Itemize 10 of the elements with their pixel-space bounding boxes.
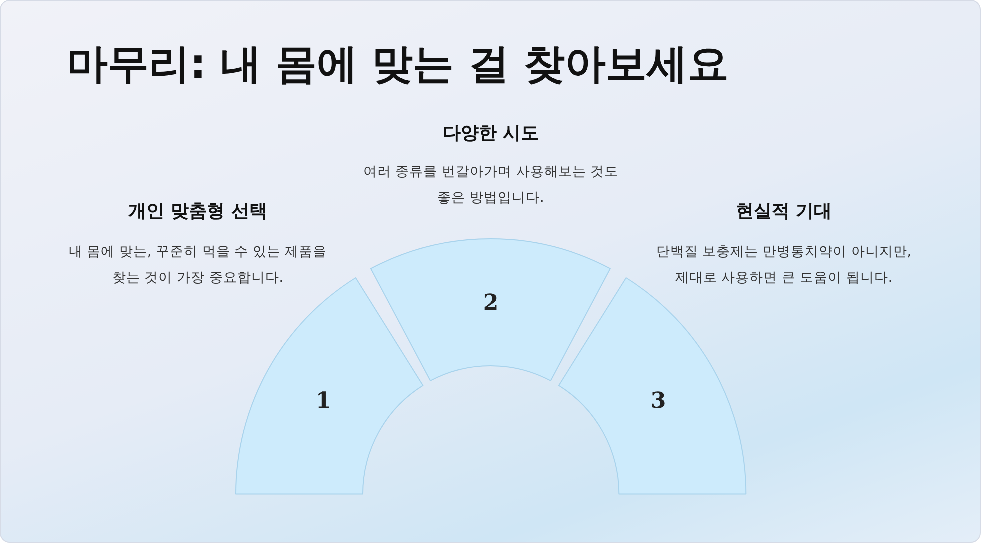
step-heading: 개인 맞춤형 선택 — [128, 200, 268, 223]
step-heading: 현실적 기대 — [736, 200, 832, 223]
title: 마무리: 내 몸에 맞는 걸 찾아보세요 — [67, 39, 729, 90]
step-number: 3 — [650, 388, 666, 414]
step-description: 내 몸에 맞는, 꾸준히 먹을 수 있는 제품을 찾는 것이 가장 중요합니다. — [68, 243, 328, 288]
step-number: 1 — [316, 388, 332, 414]
step-description: 단백질 보충제는 만병통치약이 아니지만, 제대로 사용하면 큰 도움이 됩니다. — [655, 243, 913, 288]
step-heading: 다양한 시도 — [442, 122, 540, 145]
step-description: 여러 종류를 번갈아가며 사용해보는 것도 좋은 방법입니다. — [362, 163, 620, 208]
step-number: 2 — [483, 290, 499, 316]
